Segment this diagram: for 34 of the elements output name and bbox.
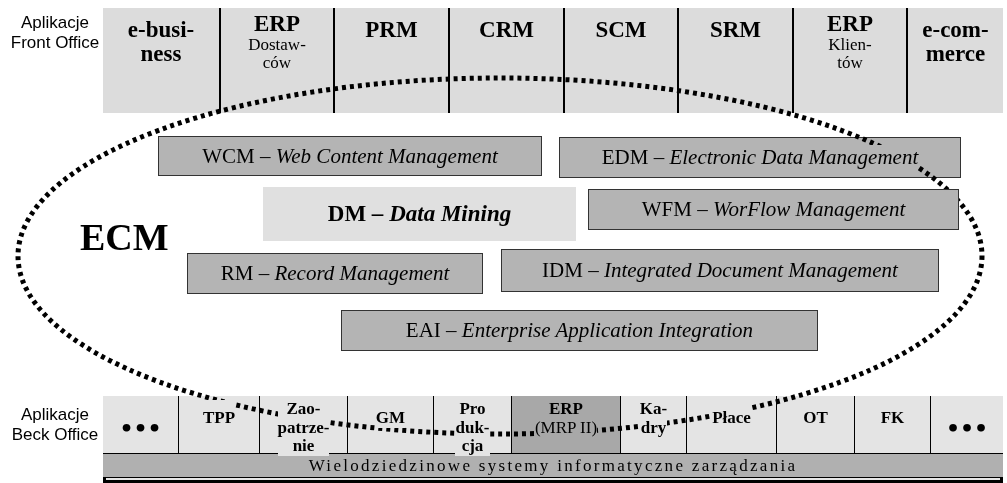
application-cell [855, 396, 931, 453]
module-box [588, 189, 959, 230]
module-box [187, 253, 483, 294]
application-cell [260, 396, 348, 453]
application-cell [679, 8, 794, 113]
application-cell [621, 396, 687, 453]
application-cell [512, 396, 621, 453]
application-cell [777, 396, 855, 453]
application-cell [348, 396, 434, 453]
application-cell [103, 8, 221, 113]
banner [103, 453, 1003, 478]
side-label: Aplikacje Front Office [9, 13, 101, 53]
application-cell [908, 8, 1003, 113]
module-box [158, 136, 542, 176]
application-cell [179, 396, 260, 453]
application-cell [335, 8, 450, 113]
module-box [263, 187, 576, 241]
application-cell [565, 8, 679, 113]
application-cell [103, 396, 179, 453]
application-cell [434, 396, 512, 453]
module-box [501, 249, 939, 292]
module-label: EDM – Electronic Data Management [601, 145, 919, 170]
cell-title: Zao- patrze- nie [277, 400, 330, 457]
cell-title: Pro duk- cja [455, 400, 490, 457]
application-cell [450, 8, 565, 113]
application-cell [931, 396, 1003, 453]
cell-title: Ka- dry [639, 400, 668, 438]
application-cell [794, 8, 908, 113]
cell-text: (MRP II) [534, 418, 598, 438]
ecm-label: ECM [80, 215, 169, 259]
application-cell [221, 8, 335, 113]
module-box [341, 310, 818, 351]
application-cell [687, 396, 777, 453]
side-label: Aplikacje Beck Office [10, 405, 100, 445]
